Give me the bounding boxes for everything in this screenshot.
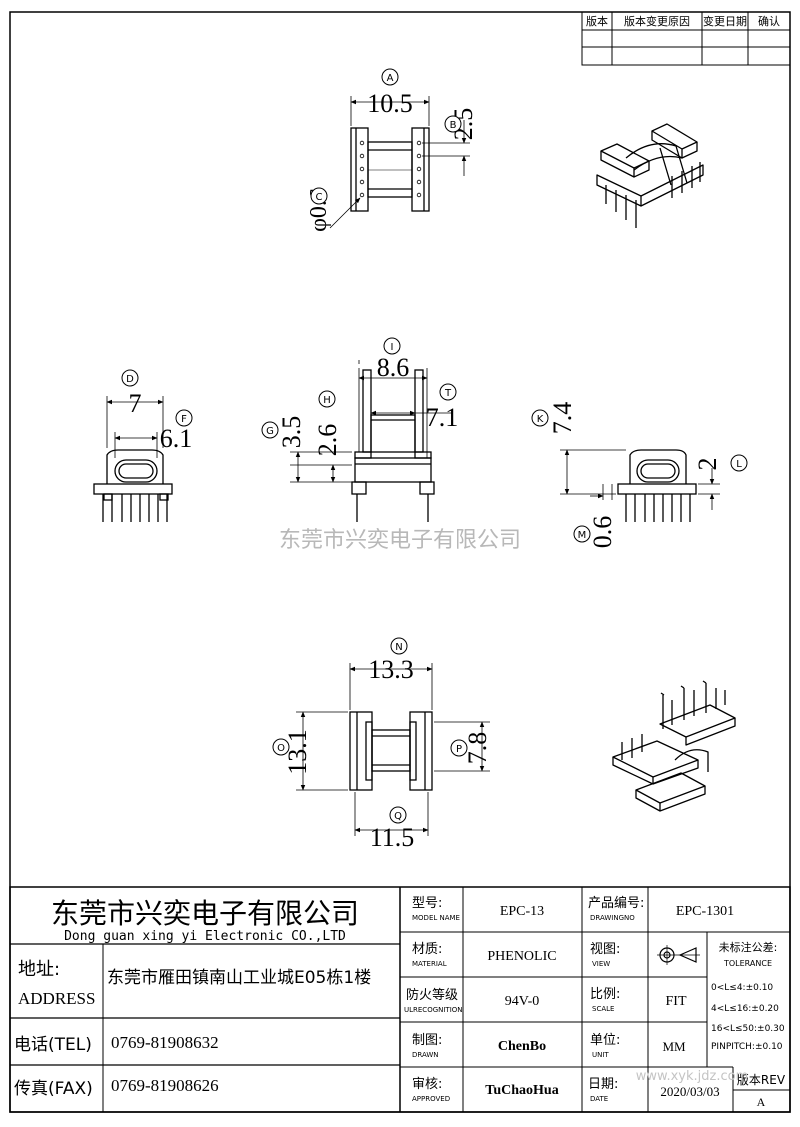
tolerance-label-cn: 未标注公差: [719, 940, 778, 954]
rev-header-reason: 版本变更原因 [624, 14, 690, 28]
drawing-no-value: EPC-1301 [676, 904, 734, 919]
material-value: PHENOLIC [487, 949, 556, 964]
flame-value: 94V-0 [505, 994, 540, 1009]
scale-label-en: SCALE [592, 1005, 614, 1013]
balloon-n: N [395, 642, 402, 653]
drawn-label-en: DRAWN [412, 1051, 439, 1059]
date-label-cn: 日期: [588, 1077, 618, 1092]
balloon-q: Q [394, 811, 402, 822]
top-view [329, 96, 470, 229]
left-side-view [93, 396, 173, 522]
balloon-b: B [450, 120, 457, 131]
dim-n-value: 13.3 [368, 655, 414, 684]
tolerance-label-en: TOLERANCE [723, 959, 772, 968]
flame-label-en: ULRECOGNITION [404, 1006, 463, 1014]
tolerance-range-3: 16<L≤50:±0.30 [711, 1024, 785, 1034]
dim-g-value: 3.5 [277, 416, 306, 449]
dim-t-value: 7.1 [426, 403, 459, 432]
dim-q-value: 11.5 [370, 823, 415, 852]
company-name-en: Dong guan xing yi Electronic CO.,LTD [64, 929, 346, 944]
view-label-en: VIEW [592, 960, 610, 968]
rev-header-confirm: 确认 [758, 15, 780, 28]
address-label-en: ADDRESS [18, 989, 95, 1008]
front-view [290, 360, 452, 522]
material-label-cn: 材质: [412, 942, 442, 957]
balloon-o: O [277, 743, 285, 754]
balloon-d: D [126, 374, 134, 385]
approved-label-cn: 审核: [412, 1077, 442, 1092]
address-value: 东莞市雁田镇南山工业城E05栋1楼 [107, 968, 371, 988]
rev-header-date: 变更日期 [703, 14, 747, 28]
unit-label-en: UNIT [592, 1051, 609, 1059]
tel-value: 0769-81908632 [111, 1033, 219, 1052]
dim-a-value: 10.5 [367, 89, 413, 118]
model-value: EPC-13 [500, 904, 544, 919]
view-label-cn: 视图: [590, 942, 620, 957]
balloon-g: G [266, 426, 274, 437]
model-label-cn: 型号: [412, 896, 442, 911]
iso-view-top [596, 123, 704, 228]
approved-value: TuChaoHua [485, 1083, 558, 1098]
dim-e-value: 8.6 [377, 353, 410, 382]
dim-d-value: 7 [129, 389, 142, 418]
fax-value: 0769-81908626 [111, 1076, 219, 1095]
balloon-f: F [181, 414, 187, 425]
scale-value: FIT [666, 994, 687, 1009]
fax-label: 传真(FAX) [14, 1079, 93, 1099]
dim-h-value: 2.6 [313, 424, 342, 457]
date-label-en: DATE [590, 1095, 608, 1103]
balloon-p: P [456, 744, 462, 755]
flame-label-cn: 防火等级 [406, 987, 458, 1003]
unit-label-cn: 单位: [590, 1033, 620, 1048]
dim-k-value: 7.4 [548, 402, 577, 435]
drawing-no-label-en: DRAWINGNO [590, 914, 635, 922]
company-name-cn: 东莞市兴奕电子有限公司 [51, 897, 359, 930]
tolerance-pin-pitch: PINPITCH:±0.10 [711, 1042, 783, 1052]
balloon-m: M [578, 530, 587, 541]
material-label-en: MATERIAL [412, 960, 447, 968]
balloon-a: A [387, 73, 394, 84]
scale-label-cn: 比例: [590, 987, 620, 1002]
tel-label: 电话(TEL) [14, 1035, 92, 1055]
balloon-k: K [537, 414, 544, 425]
unit-value: MM [662, 1039, 686, 1054]
balloon-t: T [444, 388, 452, 399]
address-label-cn: 地址: [18, 959, 60, 980]
tolerance-range-1: 0<L≤4:±0.10 [711, 983, 773, 993]
site-watermark: www.xyk.jdz.com [636, 1069, 748, 1084]
balloon-i: I [391, 342, 394, 353]
dim-f-value: 6.1 [160, 424, 193, 453]
dim-l-value: 2 [693, 458, 722, 471]
title-block-grid [9, 886, 791, 1113]
drawn-value: ChenBo [498, 1039, 546, 1054]
balloon-letters: A B C D F G H I T K L M N O P Q [126, 73, 742, 822]
revision-table [581, 11, 791, 66]
dim-p-value: 7.8 [463, 732, 492, 765]
balloon-c: C [316, 192, 323, 203]
rev-value: A [757, 1095, 766, 1109]
date-value: 2020/03/03 [660, 1084, 719, 1099]
balloon-l: L [736, 459, 742, 470]
tolerance-range-2: 4<L≤16:±0.20 [711, 1004, 779, 1014]
model-label-en: MODEL NAME [412, 914, 460, 922]
drawn-label-cn: 制图: [412, 1033, 442, 1048]
balloons [121, 68, 748, 824]
balloon-h: H [323, 395, 331, 406]
dim-m-value: 0.6 [588, 516, 617, 549]
iso-view-bottom [612, 680, 736, 812]
rev-header-version: 版本 [586, 14, 608, 28]
bottom-view [296, 663, 490, 836]
drawing-no-label-cn: 产品编号: [588, 896, 644, 911]
projection-symbol [657, 945, 700, 965]
company-watermark: 东莞市兴奕电子有限公司 [279, 528, 521, 553]
rev-label: 版本REV [737, 1073, 786, 1087]
right-side-view [560, 449, 720, 522]
approved-label-en: APPROVED [412, 1095, 450, 1103]
